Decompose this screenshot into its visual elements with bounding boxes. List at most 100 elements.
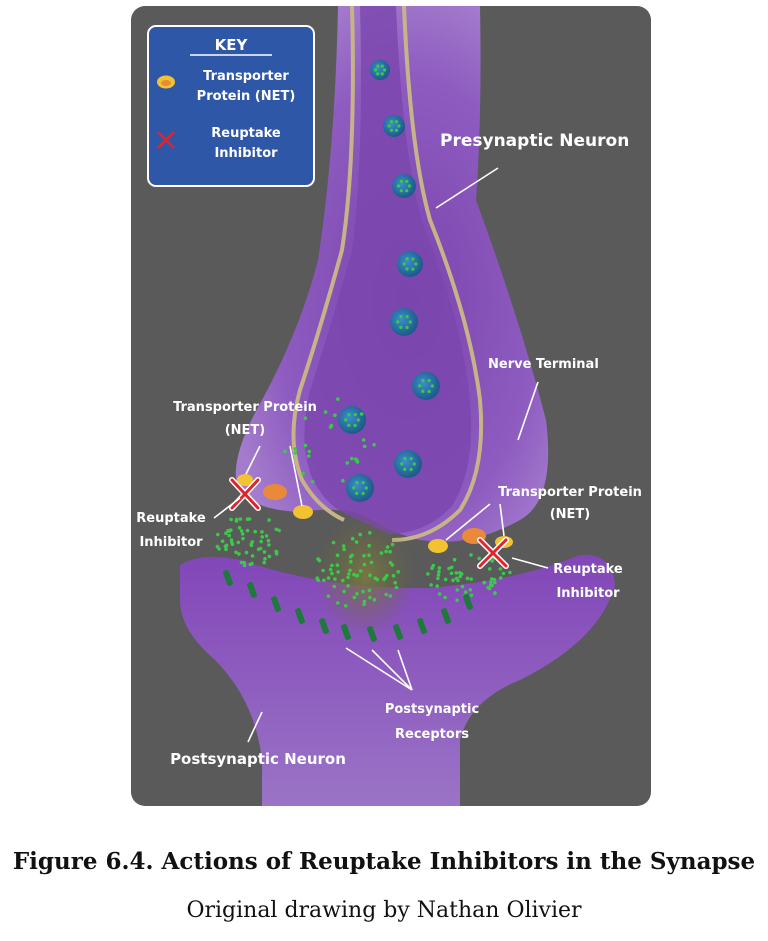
label-reuptake-right-2: Inhibitor — [556, 586, 620, 601]
neurotransmitter — [244, 550, 249, 555]
label-postsynaptic-neuron: Postsynaptic Neuron — [170, 750, 346, 768]
neurotransmitter — [330, 571, 334, 576]
neurotransmitter — [447, 566, 451, 571]
neurotransmitter — [369, 560, 374, 565]
neurotransmitter — [283, 449, 287, 454]
neurotransmitter — [394, 585, 399, 590]
neurotransmitter — [361, 589, 365, 594]
neurotransmitter — [465, 576, 470, 581]
neurotransmitter — [355, 592, 359, 596]
neurotransmitter — [335, 553, 340, 558]
reuptake-inhibitor-left — [229, 477, 261, 511]
leader-transporter-right — [499, 503, 505, 537]
key-transporter-line2: Protein (NET) — [197, 89, 296, 104]
neurotransmitter — [333, 413, 337, 418]
neurotransmitter — [435, 584, 440, 588]
neurotransmitter — [463, 590, 468, 594]
neurotransmitter — [379, 551, 384, 555]
neurotransmitter — [455, 598, 459, 603]
neurotransmitter — [460, 584, 465, 589]
neurotransmitter — [253, 529, 257, 534]
neurotransmitter — [352, 595, 357, 600]
neurotransmitter — [315, 576, 320, 580]
neurotransmitter — [342, 547, 346, 552]
neurotransmitter — [490, 559, 494, 563]
synapse-diagram: KEY Transporter Protein (NET) Reuptake I… — [131, 5, 651, 806]
neurotransmitter — [229, 517, 233, 522]
neurotransmitter — [237, 526, 242, 530]
neurotransmitter — [375, 577, 380, 582]
neurotransmitter — [216, 532, 220, 537]
neurotransmitter — [385, 545, 390, 549]
neurotransmitter — [227, 533, 232, 538]
postsynaptic-receptor — [247, 582, 257, 598]
neurotransmitter — [238, 517, 243, 521]
neurotransmitter — [267, 543, 271, 547]
neurotransmitter — [354, 540, 359, 544]
neurotransmitter — [443, 595, 447, 600]
neurotransmitter — [245, 528, 250, 533]
neurotransmitter — [310, 480, 315, 484]
neurotransmitter — [245, 517, 250, 521]
neurotransmitter — [242, 563, 247, 568]
neurotransmitter — [220, 539, 225, 543]
leader-transporter-right — [445, 503, 491, 541]
neurotransmitter — [266, 538, 271, 543]
label-transporter-right-1: Transporter Protein — [498, 485, 642, 500]
label-reuptake-left-1: Reuptake — [136, 511, 206, 526]
neurotransmitter — [341, 544, 346, 548]
leader-receptors — [397, 649, 413, 691]
label-transporter-left-1: Transporter Protein — [173, 400, 317, 415]
label-reuptake-right-1: Reuptake — [553, 562, 623, 577]
neurotransmitter — [341, 578, 345, 583]
neurotransmitter — [482, 580, 487, 585]
label-reuptake-left-2: Inhibitor — [139, 535, 203, 550]
neurotransmitter — [242, 560, 246, 565]
leader-transporter-left — [245, 445, 261, 475]
neurotransmitter — [436, 576, 440, 581]
neurotransmitter — [437, 566, 442, 570]
neurotransmitter — [469, 553, 473, 557]
cleft-glow — [315, 515, 415, 635]
neurotransmitter — [368, 595, 372, 600]
neurotransmitter — [361, 438, 366, 442]
neurotransmitter — [230, 540, 234, 545]
neurotransmitter — [449, 565, 454, 570]
neurotransmitter — [346, 584, 350, 588]
neurotransmitter — [468, 588, 473, 592]
neurotransmitter — [224, 531, 228, 536]
postsynaptic-receptor — [441, 608, 451, 624]
label-presynaptic-neuron: Presynaptic Neuron — [440, 131, 629, 151]
label-postsynaptic-receptors-2: Receptors — [395, 727, 469, 742]
neurotransmitter — [454, 576, 459, 581]
inhibitor-key-icon — [157, 131, 175, 149]
figure-credit: Original drawing by Nathan Olivier — [186, 898, 582, 923]
neurotransmitter — [241, 536, 245, 541]
neurotransmitter — [429, 583, 433, 587]
neurotransmitter — [328, 567, 333, 572]
figure-caption: Figure 6.4. Actions of Reuptake Inhibito… — [12, 848, 756, 875]
neurotransmitter — [359, 412, 364, 416]
axon-membrane — [391, 5, 484, 542]
neurotransmitter — [277, 528, 281, 533]
leader-transporter-left — [289, 445, 303, 507]
neurotransmitter — [341, 478, 345, 483]
neurotransmitter — [301, 471, 305, 476]
neurotransmitter — [274, 552, 279, 556]
neurotransmitter — [343, 604, 348, 608]
neurotransmitter — [443, 577, 448, 582]
leader-receptors — [371, 649, 413, 691]
axon-inner — [304, 6, 472, 534]
neurotransmitter — [336, 570, 340, 574]
neurotransmitter — [267, 518, 271, 522]
neurotransmitter — [489, 580, 493, 584]
neurotransmitter — [454, 571, 459, 575]
neurotransmitter — [352, 572, 356, 577]
key-transporter-line1: Transporter — [203, 69, 289, 84]
neurotransmitter — [493, 580, 497, 585]
neurotransmitter — [236, 540, 241, 545]
neurotransmitter — [237, 552, 241, 556]
synaptic-vesicle — [383, 115, 405, 137]
neurotransmitter — [333, 577, 337, 581]
neurotransmitter — [384, 592, 389, 597]
